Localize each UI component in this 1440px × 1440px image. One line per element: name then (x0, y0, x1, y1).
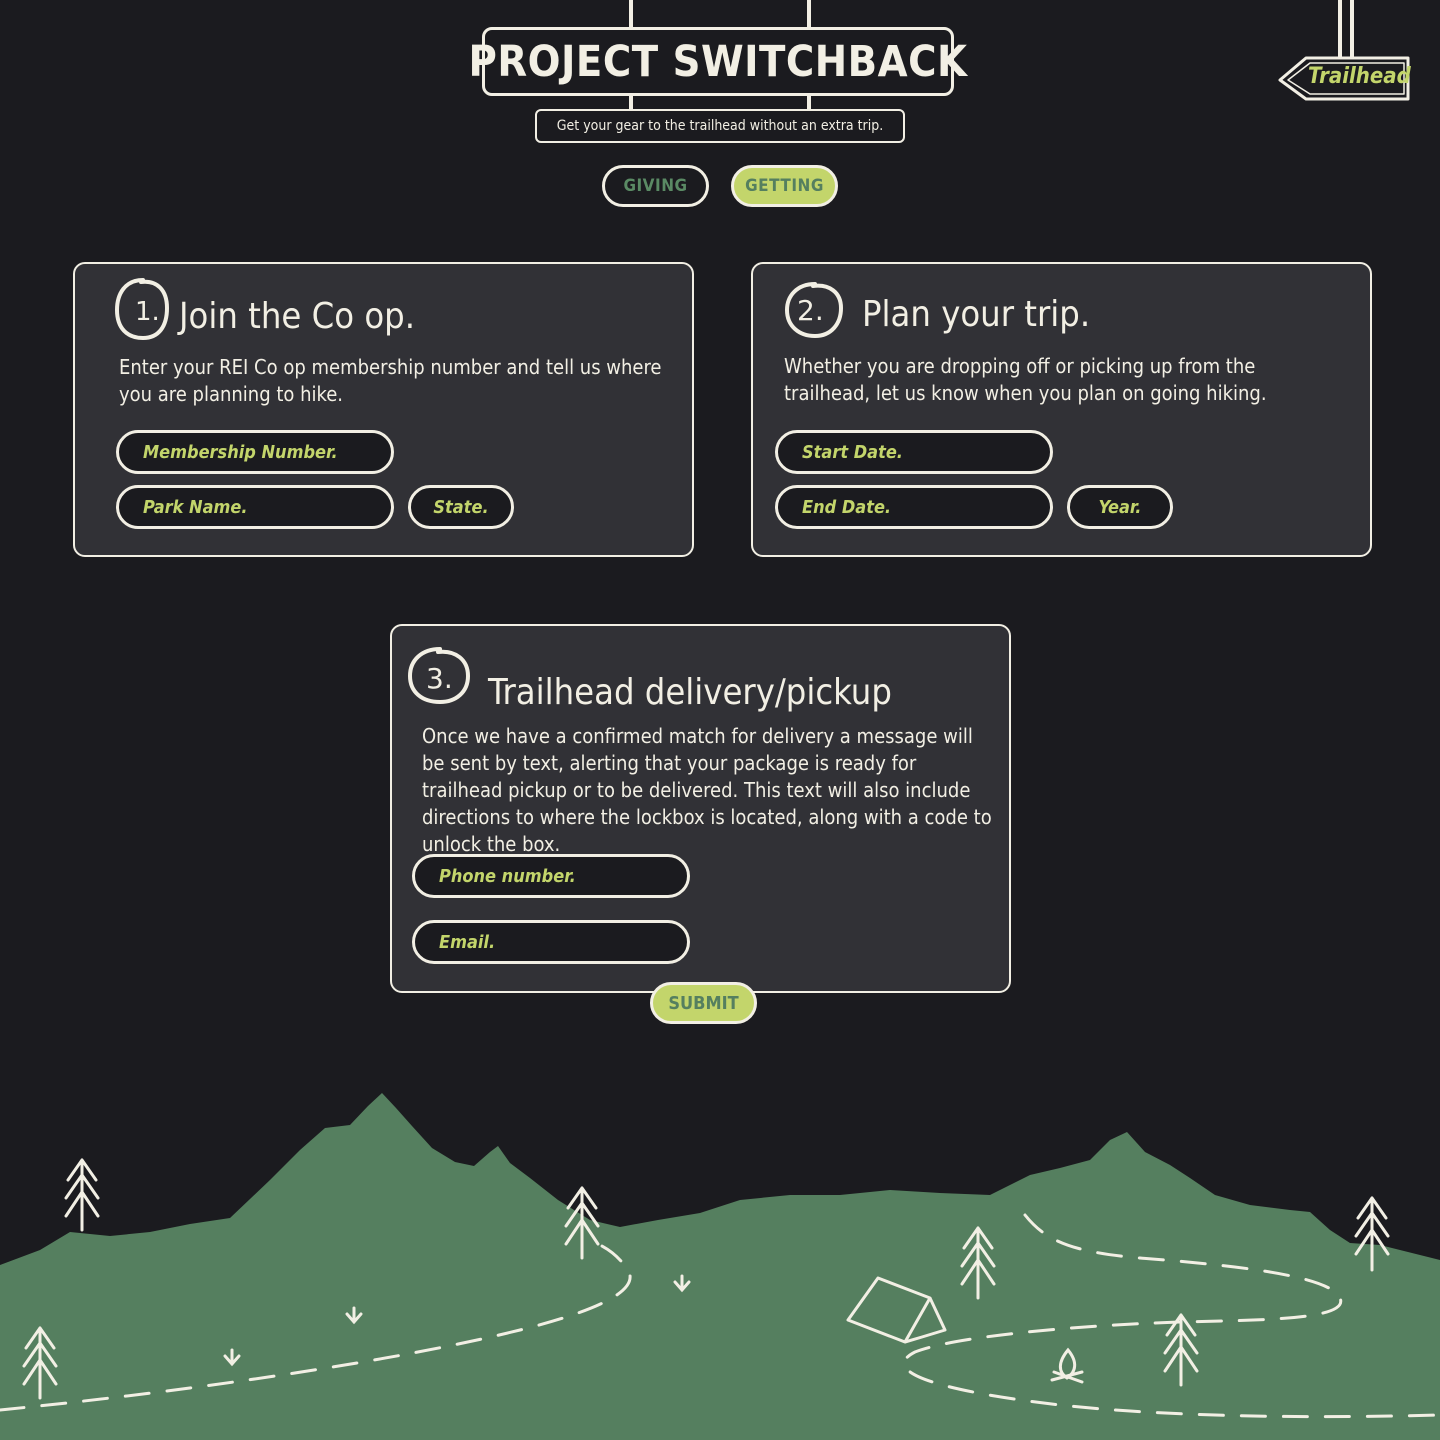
arrow-sign-icon[interactable] (1276, 0, 1416, 106)
submit-button[interactable]: SUBMIT (650, 982, 757, 1024)
signpost-link-right (807, 96, 811, 110)
year-input[interactable]: Year. (1067, 485, 1173, 529)
sprout-icon (223, 1274, 691, 1367)
phone-number-input[interactable]: Phone number. (412, 854, 690, 898)
step2-description: Whether you are dropping off or picking … (784, 354, 1267, 405)
step1-number: 1. (135, 297, 160, 327)
step1-description: Enter your REI Co op membership number a… (119, 355, 662, 406)
step3-description: Once we have a confirmed match for deliv… (422, 724, 992, 856)
signpost-pole-right (807, 0, 811, 28)
pine-tree-icon (22, 1158, 1390, 1400)
giving-toggle-button[interactable]: GIVING (602, 165, 709, 207)
membership-number-input[interactable]: Membership Number. (116, 430, 394, 474)
step1-card: 1. Join the Co op. Enter your REI Co op … (73, 262, 694, 557)
step1-title: Join the Co op. (179, 296, 415, 337)
step3-card: 3. Trailhead delivery/pickup Once we hav… (390, 624, 1011, 993)
step2-number-icon: 2. (784, 282, 844, 339)
end-date-input[interactable]: End Date. (775, 485, 1053, 529)
signpost-link-left (629, 96, 633, 110)
getting-toggle-button[interactable]: GETTING (731, 165, 838, 207)
site-title-sign: PROJECT SWITCHBACK (469, 27, 967, 96)
tent-icon (846, 1276, 947, 1344)
step1-number-icon: 1. (114, 278, 170, 341)
step3-number: 3. (426, 662, 453, 695)
step3-number-icon: 3. (407, 647, 471, 705)
state-input[interactable]: State. (408, 485, 514, 529)
email-input[interactable]: Email. (412, 920, 690, 964)
start-date-input[interactable]: Start Date. (775, 430, 1053, 474)
tagline-sign: Get your gear to the trailhead without a… (535, 109, 905, 143)
trailhead-link[interactable]: Trailhead (1308, 64, 1411, 89)
mountain-range-icon (0, 1093, 1440, 1440)
campfire-icon (1050, 1347, 1084, 1384)
step2-card: 2. Plan your trip. Whether you are dropp… (751, 262, 1372, 557)
step2-number: 2. (797, 294, 824, 327)
step2-title: Plan your trip. (862, 294, 1091, 335)
site-title: PROJECT SWITCHBACK (468, 36, 968, 87)
park-name-input[interactable]: Park Name. (116, 485, 394, 529)
step3-title: Trailhead delivery/pickup (488, 672, 892, 713)
signpost-pole-left (629, 0, 633, 28)
